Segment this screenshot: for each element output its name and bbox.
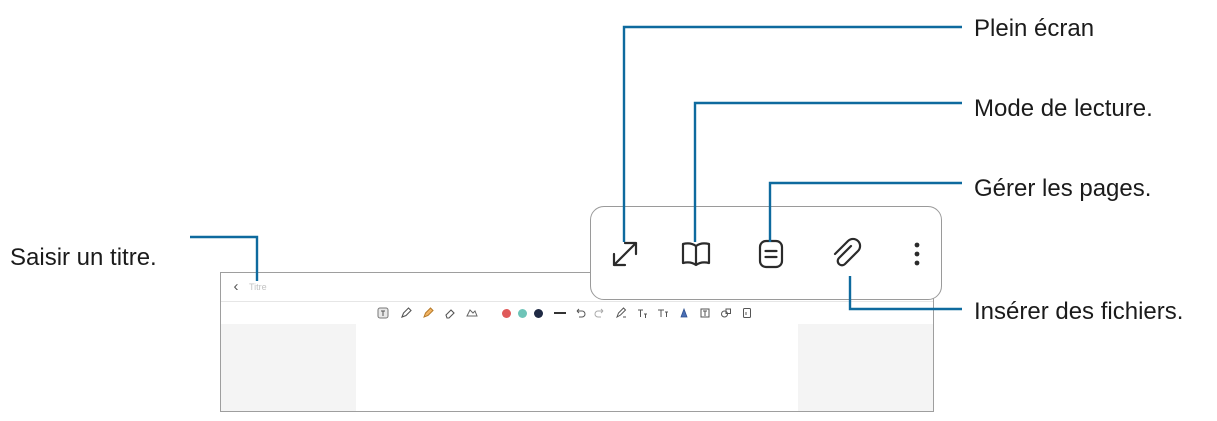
left-margin-pane bbox=[221, 324, 356, 411]
more-vertical-icon bbox=[914, 242, 920, 266]
insert-files-button[interactable] bbox=[826, 234, 866, 274]
highlighter-icon[interactable] bbox=[421, 306, 435, 320]
callout-reading-mode: Mode de lecture. bbox=[974, 95, 1153, 122]
more-options-button[interactable] bbox=[897, 234, 931, 274]
reading-mode-button[interactable] bbox=[676, 234, 716, 274]
right-margin-pane bbox=[798, 324, 933, 411]
shape-icon[interactable] bbox=[677, 306, 691, 320]
image-shape-icon[interactable] bbox=[719, 306, 733, 320]
text-style-icon[interactable] bbox=[656, 306, 670, 320]
text-mode-icon[interactable] bbox=[376, 306, 390, 320]
manage-pages-button[interactable] bbox=[751, 234, 791, 274]
expand-icon bbox=[612, 241, 638, 267]
back-button[interactable]: ‹ bbox=[233, 278, 239, 295]
insert-text-box-icon[interactable] bbox=[698, 306, 712, 320]
paperclip-icon bbox=[833, 237, 862, 267]
color-swatch-navy[interactable] bbox=[534, 309, 543, 318]
drawing-toolbar bbox=[221, 301, 933, 325]
callout-insert-files: Insérer des fichiers. bbox=[974, 298, 1184, 325]
pen-icon[interactable] bbox=[399, 306, 413, 320]
redo-icon[interactable] bbox=[593, 306, 607, 320]
open-book-icon bbox=[681, 242, 711, 267]
undo-icon[interactable] bbox=[573, 306, 587, 320]
title-input[interactable]: Titre bbox=[249, 282, 267, 292]
page-list-icon bbox=[758, 239, 784, 269]
stroke-width-icon[interactable] bbox=[554, 312, 566, 314]
attachment-mini-icon[interactable] bbox=[740, 306, 754, 320]
color-swatch-teal[interactable] bbox=[518, 309, 527, 318]
note-canvas[interactable] bbox=[356, 324, 798, 411]
full-screen-button[interactable] bbox=[605, 234, 645, 274]
color-swatch-red[interactable] bbox=[502, 309, 511, 318]
editor-top-bar: ‹ Titre bbox=[221, 273, 933, 301]
eraser-icon[interactable] bbox=[443, 306, 457, 320]
handwriting-icon[interactable] bbox=[614, 306, 628, 320]
lasso-icon[interactable] bbox=[465, 306, 479, 320]
callout-enter-title: Saisir un titre. bbox=[10, 244, 157, 271]
text-convert-icon[interactable] bbox=[635, 306, 649, 320]
callout-manage-pages: Gérer les pages. bbox=[974, 175, 1152, 202]
callout-full-screen: Plein écran bbox=[974, 15, 1095, 42]
popup-toolbar bbox=[590, 206, 942, 300]
